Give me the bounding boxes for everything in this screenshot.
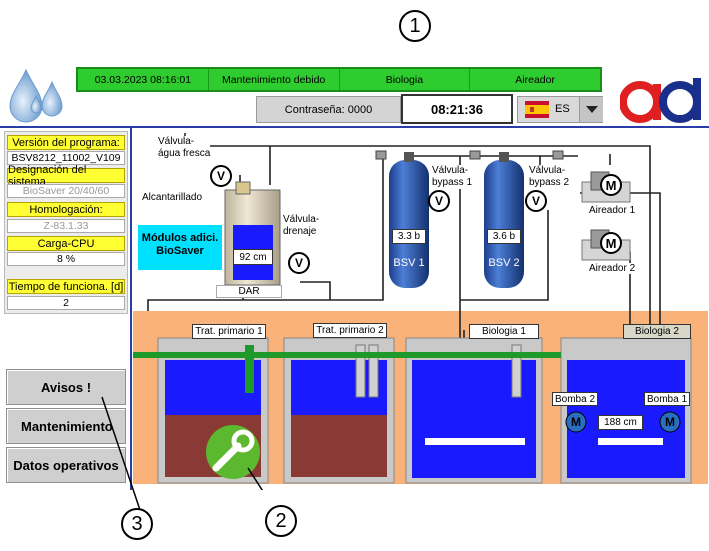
language-code: ES [555, 103, 570, 115]
language-select[interactable]: ES [517, 96, 603, 123]
drain-valve-label: Válvula-drenaje [283, 214, 320, 238]
alarms-button[interactable]: Avisos ! [6, 369, 126, 405]
bypass2-label: Válvula-bypass 2 [529, 165, 570, 189]
wrench-icon [206, 425, 260, 479]
process-diagram [133, 133, 708, 490]
overflow-pipe [133, 352, 561, 358]
pump2-label: Bomba 2 [552, 392, 598, 406]
tank4-label: Biologia 2 [623, 324, 691, 339]
sewer-label: Alcantarillado [142, 192, 203, 203]
status-maintenance[interactable]: Mantenimiento debido [209, 69, 340, 90]
status-datetime: 03.03.2023 08:16:01 [78, 69, 209, 90]
tank3-label: Biologia 1 [469, 324, 539, 339]
bio-level-readout: 188 cm [598, 415, 643, 430]
callout-3: 3 [121, 508, 153, 540]
system-designation-value: BioSaver 20/40/60 [7, 184, 125, 198]
tank-primary-2 [283, 337, 395, 484]
dar-level-readout: 92 cm [233, 249, 273, 265]
bsv2-tank [484, 160, 524, 288]
pump1-label: Bomba 1 [644, 392, 690, 406]
bsv2-label: BSV 2 [488, 257, 520, 269]
language-dropdown-button[interactable] [579, 97, 603, 122]
sidebar-divider [130, 128, 132, 490]
aerator1-motor[interactable]: M [600, 174, 622, 196]
callout-3-line [101, 396, 141, 511]
bsv1-tank [389, 160, 429, 288]
water-drops-logo [9, 68, 63, 123]
cpu-load-value: 8 % [7, 252, 125, 266]
tank-bio-2 [560, 337, 692, 484]
runtime-label: Tiempo de funciona. [d] [7, 279, 125, 294]
bsv2-pressure: 3.6 b [487, 229, 521, 244]
chevron-down-icon [586, 106, 598, 113]
tank1-label: Trat. primario 1 [192, 324, 266, 339]
header-divider [0, 126, 709, 128]
fresh-water-valve[interactable]: V [210, 165, 232, 187]
callout-1: 1 [399, 10, 431, 42]
pump1-motor[interactable]: M [665, 415, 675, 429]
approval-value: Z-83.1.33 [7, 219, 125, 233]
bypass1-valve[interactable]: V [428, 190, 450, 212]
modules-label[interactable]: Módulos adici.BioSaver [141, 232, 219, 257]
modules-box [138, 225, 222, 270]
bypass2-valve[interactable]: V [525, 190, 547, 212]
program-version-value: BSV8212_11002_V109 [7, 151, 125, 165]
pipe-valves [375, 150, 564, 160]
callout-lines [247, 467, 264, 490]
tank2-label: Trat. primario 2 [313, 323, 387, 338]
bsv1-label: BSV 1 [393, 257, 425, 269]
spain-flag-icon [525, 101, 549, 118]
status-aerator: Aireador [515, 73, 555, 86]
pump2-motor[interactable]: M [571, 415, 581, 429]
brand-logo [620, 78, 701, 123]
status-bar: 03.03.2023 08:16:01 Mantenimiento debido… [76, 67, 602, 92]
aerator2-label: Aireador 2 [589, 263, 636, 274]
dar-label: DAR [216, 285, 282, 298]
fresh-water-valve-label: Válvula-água fresca [158, 136, 211, 160]
tank-bio-1 [405, 337, 543, 484]
operating-data-button[interactable]: Datos operativos [6, 447, 126, 483]
system-designation-label: Designación del sistema [7, 164, 125, 188]
approval-label: Homologación: [7, 202, 125, 217]
cpu-load-label: Carga-CPU [7, 236, 125, 251]
drain-valve[interactable]: V [288, 252, 310, 274]
aerator1-label: Aireador 1 [589, 205, 636, 216]
pump2-icon [565, 411, 587, 433]
aerator2-motor[interactable]: M [600, 232, 622, 254]
pump1-icon [659, 411, 681, 433]
program-version-label: Versión del programa: [7, 135, 125, 150]
bsv1-pressure: 3.3 b [392, 229, 426, 244]
runtime-value: 2 [7, 296, 125, 310]
status-stage: Biologia [340, 69, 471, 90]
callout-2: 2 [265, 505, 297, 537]
password-field[interactable]: Contraseña: 0000 [256, 96, 401, 123]
bypass1-label: Válvula-bypass 1 [432, 165, 473, 189]
maintenance-button[interactable]: Mantenimiento [6, 408, 126, 444]
clock: 08:21:36 [401, 94, 513, 124]
